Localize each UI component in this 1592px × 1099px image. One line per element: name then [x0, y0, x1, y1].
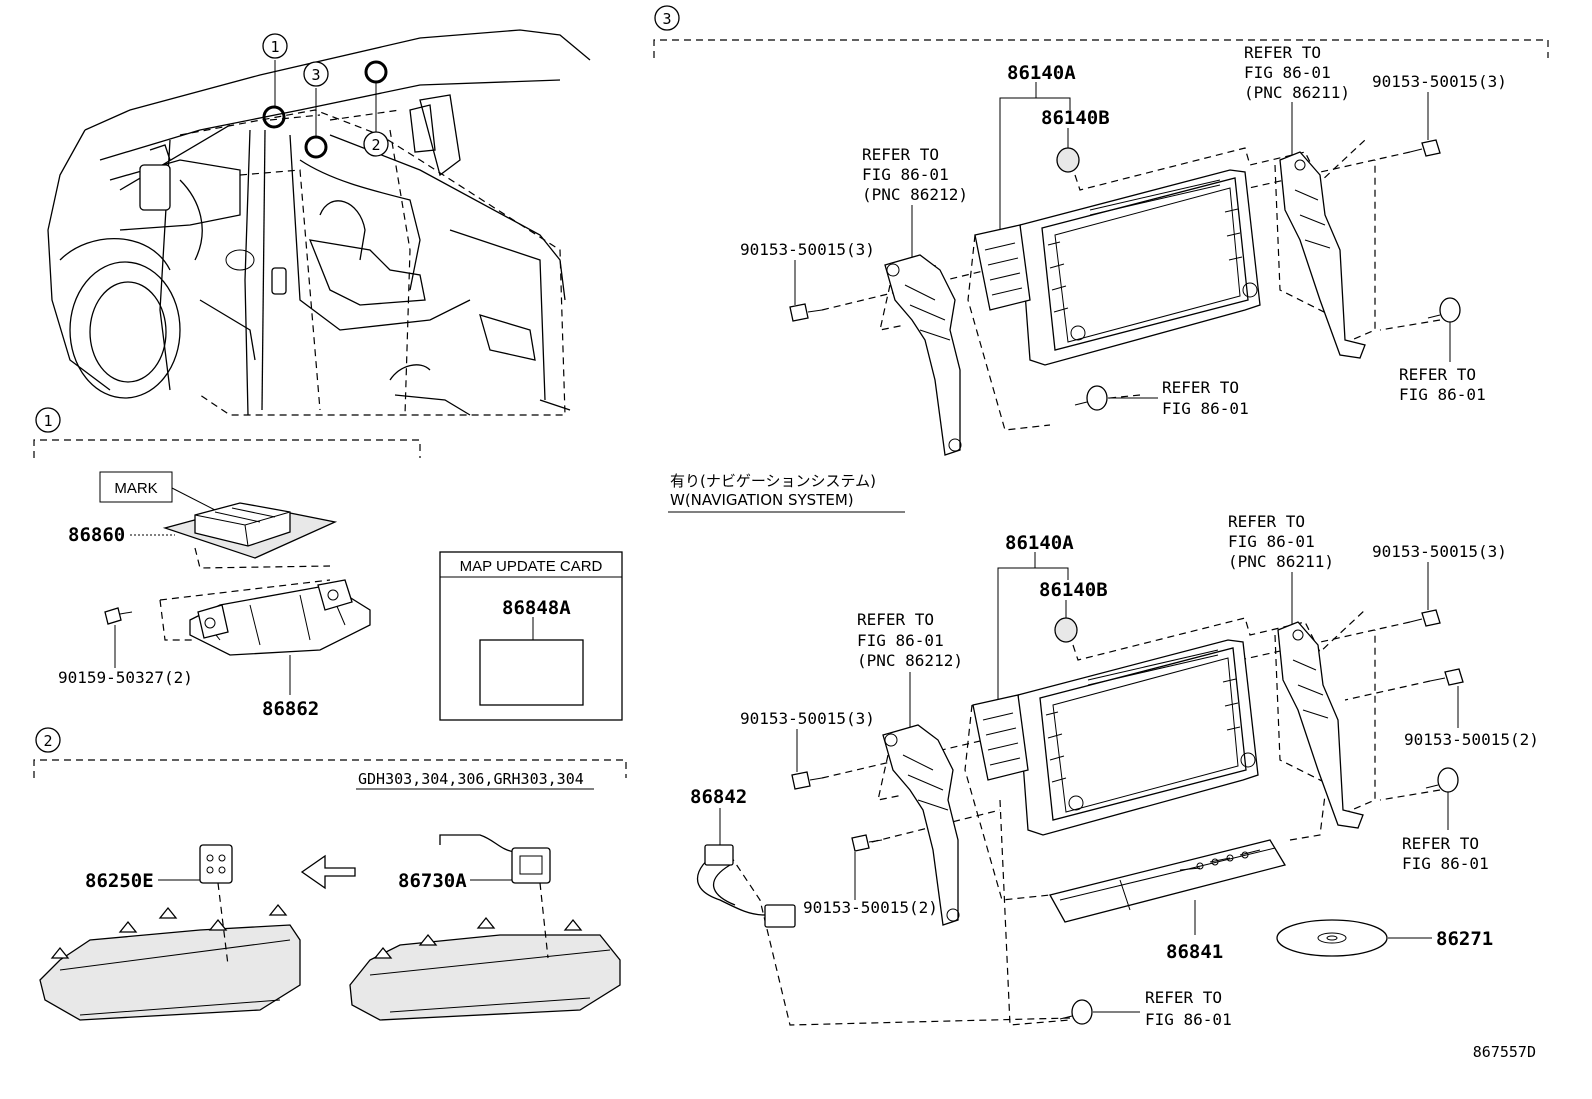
mark-label: MARK: [114, 480, 157, 497]
top-bolt-bottom-right: [1427, 297, 1461, 323]
section-2: 2 GDH303,304,306,GRH303,304 86250E: [33, 727, 627, 1021]
pn-86862: 86862: [262, 698, 319, 720]
bottom-bolt-mid-right: [1425, 767, 1459, 793]
callout-2: 2: [371, 136, 380, 154]
top-ref-left-line1: REFER TO: [862, 145, 939, 164]
part-86860-module: [162, 502, 338, 559]
bottom-pn-86140A: 86140A: [1005, 532, 1074, 554]
vehicle-interior-illustration: 1 3 2: [47, 29, 591, 416]
part-86842-cable: [696, 844, 796, 928]
nav-caption-jp: 有り(ナビゲーションシステム): [670, 472, 876, 490]
part-86730A-lamp: [439, 834, 551, 884]
top-bolt-bottom-center: [1074, 385, 1108, 411]
callout-1: 1: [270, 38, 279, 56]
bottom-ref-left-line1: REFER TO: [857, 610, 934, 629]
top-bolt-right-label: 90153-50015(3): [1372, 72, 1507, 91]
bottom-ref-right-line1: REFER TO: [1228, 512, 1305, 531]
overhead-console-right: [349, 916, 621, 1021]
map-update-card-box: MAP UPDATE CARD 86848A: [439, 551, 623, 721]
part-86862-bracket: [189, 579, 371, 656]
map-update-card-title: MAP UPDATE CARD: [460, 558, 603, 575]
bottom-ref-left-line2: FIG 86-01: [857, 631, 944, 650]
top-ref-right-line3: (PNC 86211): [1244, 83, 1350, 102]
top-ref-br-line1: REFER TO: [1399, 365, 1476, 384]
bottom-pn-86841: 86841: [1166, 941, 1223, 963]
bolt-90159-50327: [104, 607, 133, 625]
bottom-bolt-center-label: 90153-50015(2): [803, 898, 938, 917]
figure-id: 867557D: [1473, 1043, 1536, 1061]
top-pn-86140A: 86140A: [1007, 62, 1076, 84]
overhead-console-left: [39, 903, 301, 1021]
bottom-head-unit-assembly: 86140A 86140B REFER TO FIG 86-01 (PNC 86…: [690, 512, 1539, 1029]
bottom-bolt-bottom-center: [1059, 999, 1093, 1025]
replacement-arrow: [300, 854, 356, 890]
bottom-ref-mr-line2: FIG 86-01: [1402, 854, 1489, 873]
bottom-bolt-right-mid-label: 90153-50015(2): [1404, 730, 1539, 749]
pn-86860: 86860: [68, 524, 125, 546]
pn-86250E: 86250E: [85, 870, 154, 892]
bottom-ref-left-line3: (PNC 86212): [857, 651, 963, 670]
section-3: 3: [653, 5, 1549, 58]
top-ref-right-line1: REFER TO: [1244, 43, 1321, 62]
bottom-bolt-right-mid: [1429, 668, 1464, 686]
top-display-unit: [974, 169, 1261, 366]
bottom-ref-bc-line2: FIG 86-01: [1145, 1010, 1232, 1029]
nav-caption-en: W(NAVIGATION SYSTEM): [670, 491, 854, 509]
bolt-90159-50327-label: 90159-50327(2): [58, 668, 193, 687]
section-1-number: 1: [43, 412, 52, 430]
bottom-pn-86842: 86842: [690, 786, 747, 808]
top-pn-86140B: 86140B: [1041, 107, 1110, 129]
model-list: GDH303,304,306,GRH303,304: [358, 770, 584, 788]
part-86271-disc: [1276, 919, 1388, 957]
bottom-display-unit: [972, 639, 1259, 836]
top-ref-left-line3: (PNC 86212): [862, 185, 968, 204]
top-ref-bc-line1: REFER TO: [1162, 378, 1239, 397]
bottom-ref-right-line2: FIG 86-01: [1228, 532, 1315, 551]
top-left-bracket: [884, 254, 962, 456]
top-bolt-right: [1409, 139, 1441, 157]
bottom-ref-bc-line1: REFER TO: [1145, 988, 1222, 1007]
bottom-bolt-right-top-label: 90153-50015(3): [1372, 542, 1507, 561]
top-ref-left-line2: FIG 86-01: [862, 165, 949, 184]
bottom-bolt-left-label: 90153-50015(3): [740, 709, 875, 728]
bottom-left-bracket: [882, 724, 960, 926]
top-ref-br-line2: FIG 86-01: [1399, 385, 1486, 404]
part-86841-tuner: [1049, 839, 1287, 923]
section-3-number: 3: [662, 10, 671, 28]
bottom-bolt-right-top: [1409, 609, 1441, 627]
bottom-bolt-center: [851, 834, 883, 852]
bottom-ref-right-line3: (PNC 86211): [1228, 552, 1334, 571]
bottom-pn-86140B: 86140B: [1039, 579, 1108, 601]
top-bolt-left-label: 90153-50015(3): [740, 240, 875, 259]
part-86250E-lamp: [199, 844, 233, 884]
bottom-right-bracket: [1277, 621, 1364, 829]
top-bolt-left: [789, 303, 823, 322]
bottom-pn-86271: 86271: [1436, 928, 1493, 950]
section-2-number: 2: [43, 732, 52, 750]
bottom-bolt-left: [791, 771, 823, 790]
pn-86730A: 86730A: [398, 870, 467, 892]
top-right-bracket: [1279, 151, 1366, 359]
top-head-unit-assembly: 86140A 86140B REFER TO FIG 86-01 (PNC 86…: [740, 43, 1507, 456]
top-ref-bc-line2: FIG 86-01: [1162, 399, 1249, 418]
bottom-ref-mr-line1: REFER TO: [1402, 834, 1479, 853]
top-ref-right-line2: FIG 86-01: [1244, 63, 1331, 82]
section-1: 1 MARK 86860: [33, 407, 623, 721]
callout-3: 3: [311, 66, 320, 84]
pn-86848A: 86848A: [502, 597, 571, 619]
